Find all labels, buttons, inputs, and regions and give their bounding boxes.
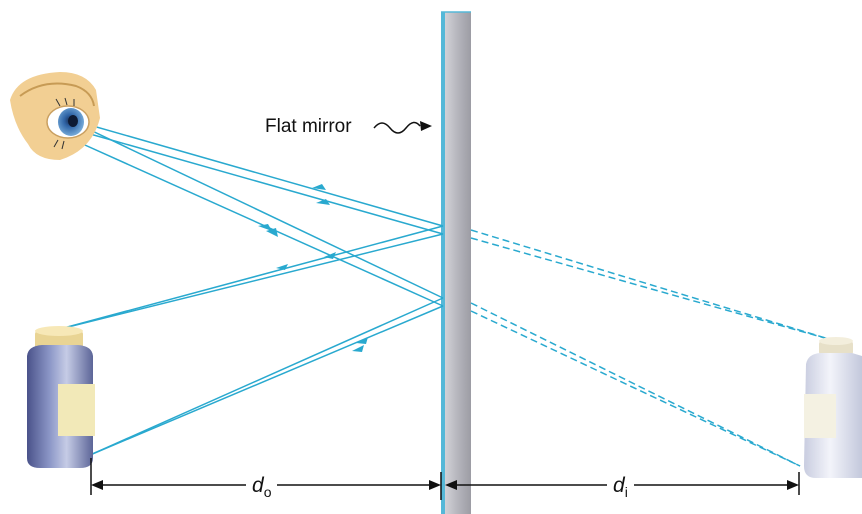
object-distance-symbol: d xyxy=(252,474,264,497)
image-distance-subscript: i xyxy=(624,484,628,501)
mirror-label: Flat mirror xyxy=(265,116,352,137)
eye-icon xyxy=(10,72,100,160)
image-distance-label: di xyxy=(607,474,634,501)
reflected-rays xyxy=(75,123,444,307)
incident-rays xyxy=(59,225,444,456)
image-distance-symbol: d xyxy=(613,474,625,497)
virtual-rays xyxy=(470,229,833,467)
ray-arrowheads xyxy=(258,184,368,352)
bottle-object xyxy=(27,326,95,468)
flat-mirror xyxy=(441,11,471,514)
object-distance-subscript: o xyxy=(263,484,272,501)
bottle-image xyxy=(804,337,862,478)
mirror-pointer xyxy=(373,121,432,134)
object-distance-label: do xyxy=(246,474,278,501)
